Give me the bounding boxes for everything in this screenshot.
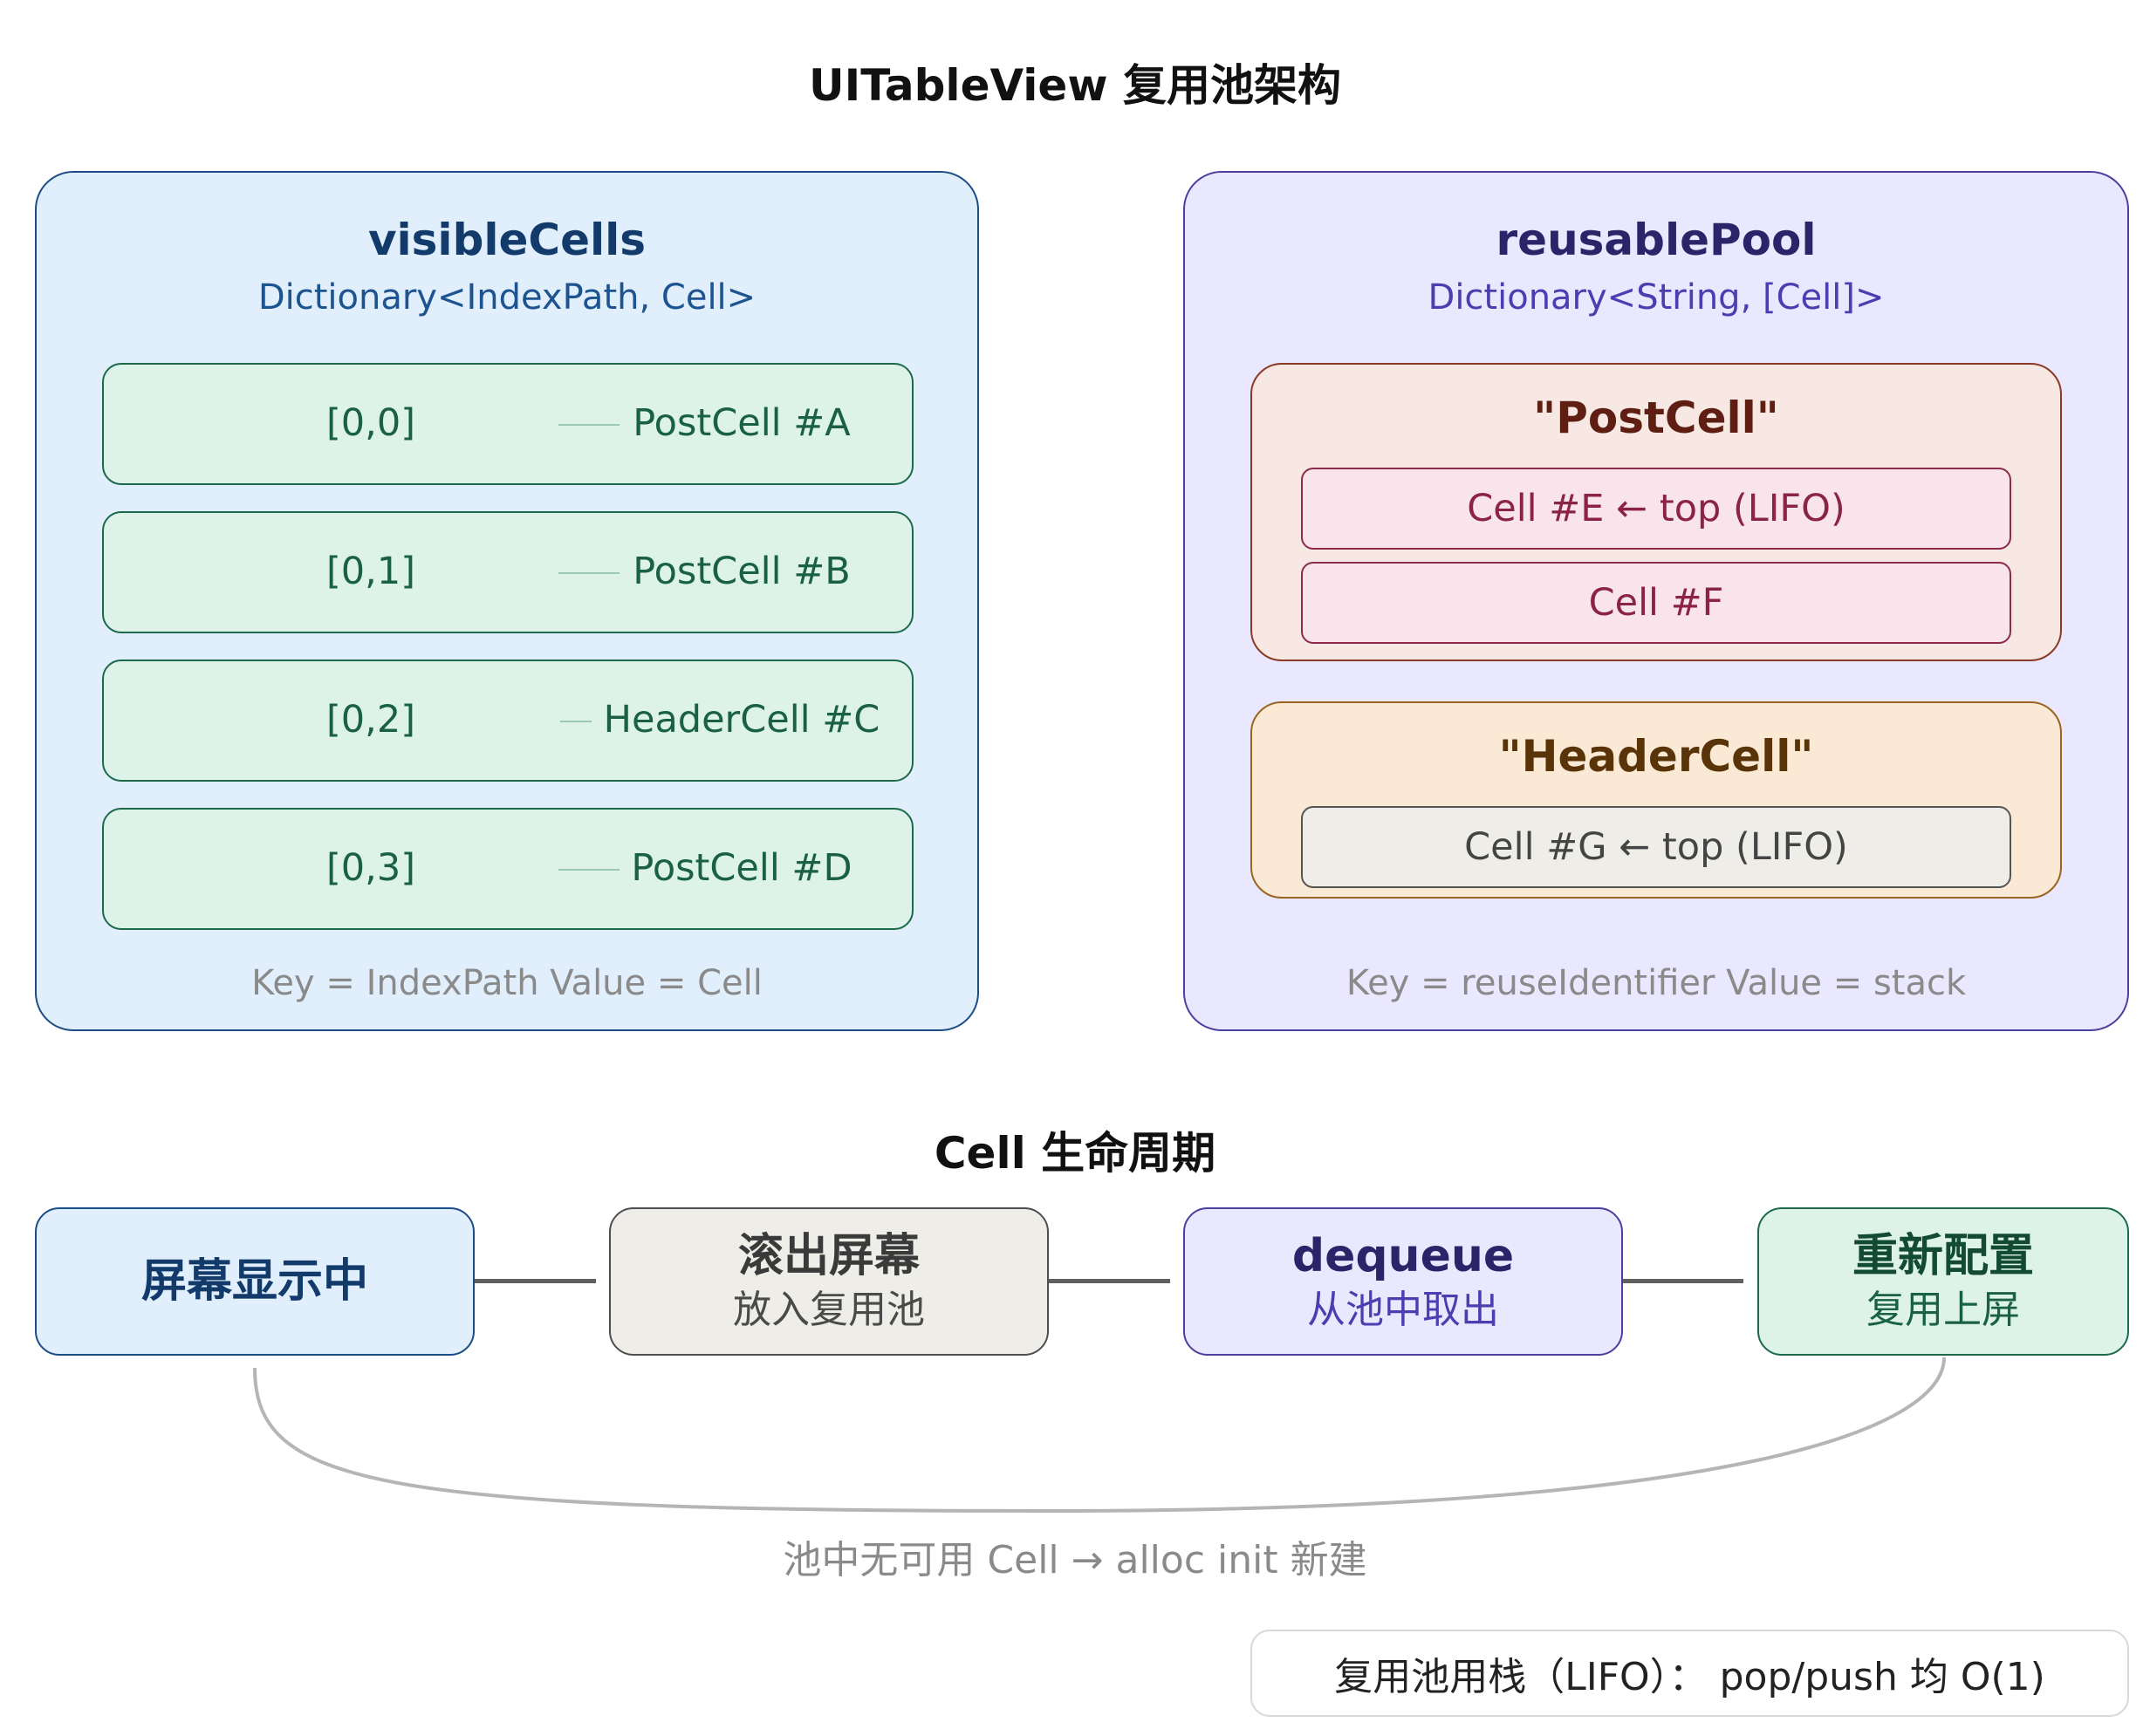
stage-scroll-out-sub: 放入复用池: [733, 1287, 925, 1332]
visible-row: [102, 808, 914, 930]
row-connector-line: [558, 424, 620, 426]
cell-value: HeaderCell #C: [603, 698, 880, 742]
visible-cells-subtitle: Dictionary<IndexPath, Cell>: [257, 277, 757, 318]
index-path-key: [0,1]: [326, 550, 415, 593]
visible-row: [102, 363, 914, 485]
visible-row: [102, 511, 914, 633]
stage-scroll-out-label: 滚出屏幕: [737, 1229, 920, 1282]
stage-reconfigure-sub: 复用上屏: [1866, 1287, 2020, 1332]
flow-connector: [1048, 1279, 1170, 1283]
postcell-group-title: "PostCell": [1533, 393, 1779, 443]
headercell-group-title: "HeaderCell": [1498, 731, 1814, 782]
row-connector-line: [558, 869, 620, 871]
visible-cells-footer: Key = IndexPath Value = Cell: [251, 963, 763, 1003]
cell-value: PostCell #A: [633, 401, 851, 445]
stage-on-screen-label: 屏幕显示中: [140, 1254, 368, 1308]
reusable-pool-title: reusablePool: [1496, 215, 1817, 265]
visible-row: [102, 660, 914, 782]
stage-on-screen: 屏幕显示中: [35, 1207, 475, 1356]
stage-dequeue: dequeue 从池中取出: [1183, 1207, 1623, 1356]
stage-scroll-out: 滚出屏幕 放入复用池: [609, 1207, 1049, 1356]
pool-cell-top: Cell #G ← top (LIFO): [1301, 806, 2011, 888]
row-connector-line: [558, 572, 620, 574]
index-path-key: [0,2]: [326, 698, 415, 742]
pool-cell: Cell #F: [1301, 562, 2011, 644]
stage-dequeue-label: dequeue: [1291, 1229, 1515, 1282]
index-path-key: [0,0]: [326, 401, 415, 445]
cell-value: PostCell #D: [631, 846, 852, 890]
visible-cells-title: visibleCells: [367, 215, 647, 265]
pool-cell-top: Cell #E ← top (LIFO): [1301, 468, 2011, 550]
stage-reconfigure-label: 重新配置: [1852, 1229, 2034, 1282]
reusable-pool-footer: Key = reuseIdentifier Value = stack: [1345, 963, 1967, 1003]
page-title: UITableView 复用池架构: [809, 60, 1341, 111]
lifo-note: 复用池用栈（LIFO）： pop/push 均 O(1): [1250, 1630, 2129, 1717]
loop-back-label: 池中无可用 Cell → alloc init 新建: [783, 1538, 1367, 1582]
flow-connector: [1621, 1279, 1743, 1283]
index-path-key: [0,3]: [326, 846, 415, 890]
cell-value: PostCell #B: [633, 550, 851, 593]
stage-reconfigure: 重新配置 复用上屏: [1757, 1207, 2129, 1356]
stage-dequeue-sub: 从池中取出: [1307, 1287, 1499, 1332]
lifecycle-title: Cell 生命周期: [934, 1128, 1216, 1179]
flow-connector: [474, 1279, 596, 1283]
row-connector-line: [560, 721, 592, 722]
reusable-pool-subtitle: Dictionary<String, [Cell]>: [1428, 277, 1885, 318]
